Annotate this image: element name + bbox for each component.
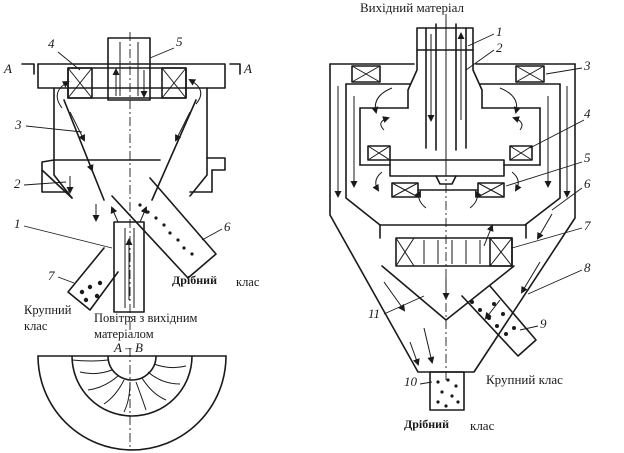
right-flow-arrows [334,32,571,366]
svg-text:11: 11 [368,306,380,321]
left-captions: Дрібний клас Крупний клас Повітря з вихі… [24,273,260,341]
fine-particles [138,203,194,256]
svg-text:1: 1 [14,216,21,231]
svg-text:1: 1 [496,24,503,39]
svg-text:8: 8 [584,260,591,275]
coarse-particles-right [470,300,516,336]
svg-text:А – В: А – В [113,340,143,355]
coarse-particles [79,280,103,303]
svg-text:клас: клас [24,319,48,333]
right-part-labels: 1 2 3 4 5 6 7 8 9 10 11 [368,24,591,389]
svg-text:7: 7 [584,218,591,233]
svg-text:Крупний: Крупний [24,303,72,317]
svg-text:Повітря з вихідним: Повітря з вихідним [94,311,198,325]
right-captions: Вихідний матеріал Крупний клас Дрібний к… [360,0,563,433]
svg-text:A: A [3,61,12,76]
svg-text:Крупний клас: Крупний клас [486,372,563,387]
svg-text:5: 5 [584,150,591,165]
svg-text:9: 9 [540,316,547,331]
svg-text:5: 5 [176,34,183,49]
svg-text:Дрібний: Дрібний [172,273,217,287]
svg-text:2: 2 [496,40,503,55]
left-part-labels: 4 5 3 2 1 7 6 [14,34,231,284]
left-flow-arrows [56,68,202,300]
svg-text:Вихідний матеріал: Вихідний матеріал [360,0,464,15]
svg-text:4: 4 [584,106,591,121]
svg-text:3: 3 [583,58,591,73]
svg-text:6: 6 [584,176,591,191]
section-marks: A A [3,61,252,76]
fine-particles-right [436,378,460,408]
left-classifier: A A 4 5 3 2 1 7 6 Дрібний клас Крупний к… [3,32,260,451]
svg-text:3: 3 [14,117,22,132]
section-view: А – В [37,340,227,451]
svg-text:матеріалом: матеріалом [94,327,154,341]
svg-text:2: 2 [14,176,21,191]
svg-text:A: A [243,61,252,76]
svg-text:6: 6 [224,219,231,234]
svg-text:Дрібний: Дрібний [404,417,449,431]
svg-text:4: 4 [48,36,55,51]
svg-text:клас: клас [236,275,260,289]
svg-text:клас: клас [470,418,495,433]
svg-text:10: 10 [404,374,418,389]
svg-text:7: 7 [48,268,55,283]
right-classifier: 1 2 3 4 5 6 7 8 9 10 11 Вихідний матеріа… [329,0,591,433]
